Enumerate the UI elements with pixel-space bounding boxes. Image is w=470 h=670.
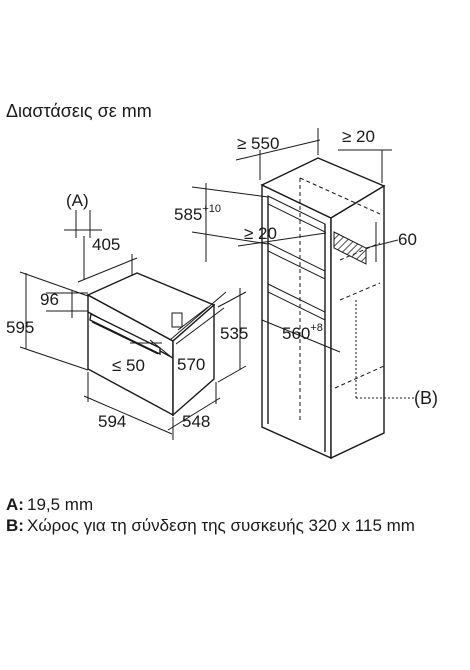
dim-gap-side: ≥ 20 — [244, 224, 277, 243]
label-a: (A) — [66, 191, 89, 210]
dim-width: 594 — [98, 412, 126, 431]
dim-opening-width-tol: +8 — [310, 322, 323, 334]
page-title: Διαστάσεις σε mm — [6, 101, 152, 121]
oven-side — [172, 303, 215, 417]
dim-opening-height-tol: +10 — [202, 203, 221, 215]
cabinet-side — [330, 184, 385, 460]
dim-panel-depth: 405 — [92, 235, 120, 254]
dim-cabinet-depth: ≥ 550 — [237, 134, 279, 153]
dim-height: 595 — [6, 318, 34, 337]
dim-control-height: 96 — [40, 290, 59, 309]
appliance-drawing — [86, 272, 216, 417]
legend-item-a: A: 19,5 mm — [6, 495, 94, 514]
dim-gap-top: ≥ 20 — [342, 127, 375, 146]
dim-vent: 60 — [398, 230, 417, 249]
legend: A: 19,5 mm B: Χώρος για τη σύνδεση της σ… — [6, 494, 466, 536]
legend-item-b: B: Χώρος για τη σύνδεση της συσκευής 320… — [6, 516, 415, 535]
appliance-dimension-lines — [19, 210, 247, 440]
connection-zone — [333, 231, 367, 265]
dim-niche-height: 535 — [220, 324, 248, 343]
cabinet-drawing — [260, 157, 386, 460]
dim-door-clearance: ≤ 50 — [112, 356, 145, 375]
label-b: (B) — [414, 388, 438, 408]
dim-body-depth: 548 — [182, 412, 210, 431]
dim-opening-height: 585+10 — [174, 203, 221, 224]
dim-front-depth: 570 — [177, 355, 205, 374]
dim-opening-width: 560+8 — [282, 322, 323, 343]
cabinet-dimension-lines — [191, 128, 414, 399]
